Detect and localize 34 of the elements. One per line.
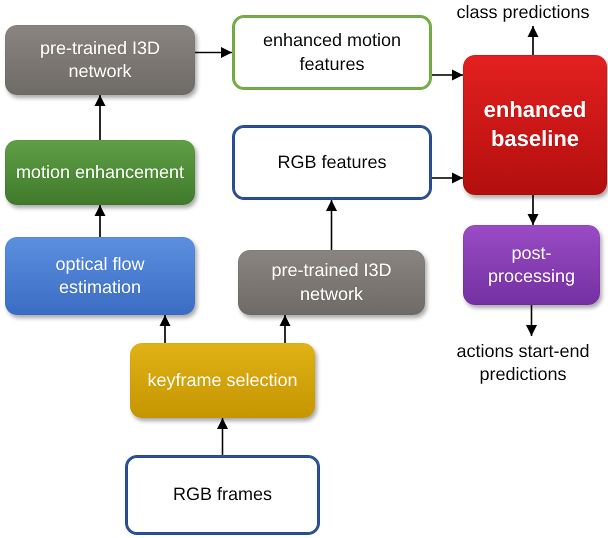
- process-box: [5, 25, 195, 95]
- box-text: motion enhancement: [14, 160, 186, 184]
- arrow: [326, 200, 338, 250]
- box-text: class predictions: [455, 1, 591, 24]
- arrow: [526, 305, 538, 336]
- arrow: [216, 418, 228, 455]
- process-box: [463, 55, 607, 195]
- arrow: [432, 69, 463, 81]
- process-box: [463, 225, 600, 305]
- box-text: enhanced baseline: [482, 96, 588, 153]
- box-text: pre-trained I3D network: [270, 259, 393, 306]
- process-box: [125, 455, 320, 535]
- process-box: [232, 125, 432, 200]
- arrow: [94, 95, 106, 140]
- arrow: [432, 172, 463, 184]
- box-text: enhanced motion features: [262, 29, 402, 76]
- process-box: [5, 140, 195, 205]
- box-text: pre-trained I3D network: [38, 36, 162, 83]
- arrow: [159, 315, 171, 343]
- arrow: [527, 26, 539, 55]
- box-text: optical flow estimation: [54, 252, 146, 299]
- arrow: [195, 46, 232, 58]
- process-box: [130, 343, 315, 418]
- process-box: [5, 237, 195, 315]
- arrow: [94, 205, 106, 237]
- process-box: [238, 250, 425, 315]
- box-text: RGB frames: [172, 483, 274, 506]
- arrow: [279, 315, 291, 343]
- box-text: RGB features: [276, 150, 388, 174]
- box-text: keyframe selection: [146, 368, 299, 392]
- box-text: actions start-end predictions: [455, 340, 591, 386]
- box-text: post-processing: [486, 242, 576, 288]
- process-box: [232, 15, 432, 90]
- arrow: [527, 195, 539, 225]
